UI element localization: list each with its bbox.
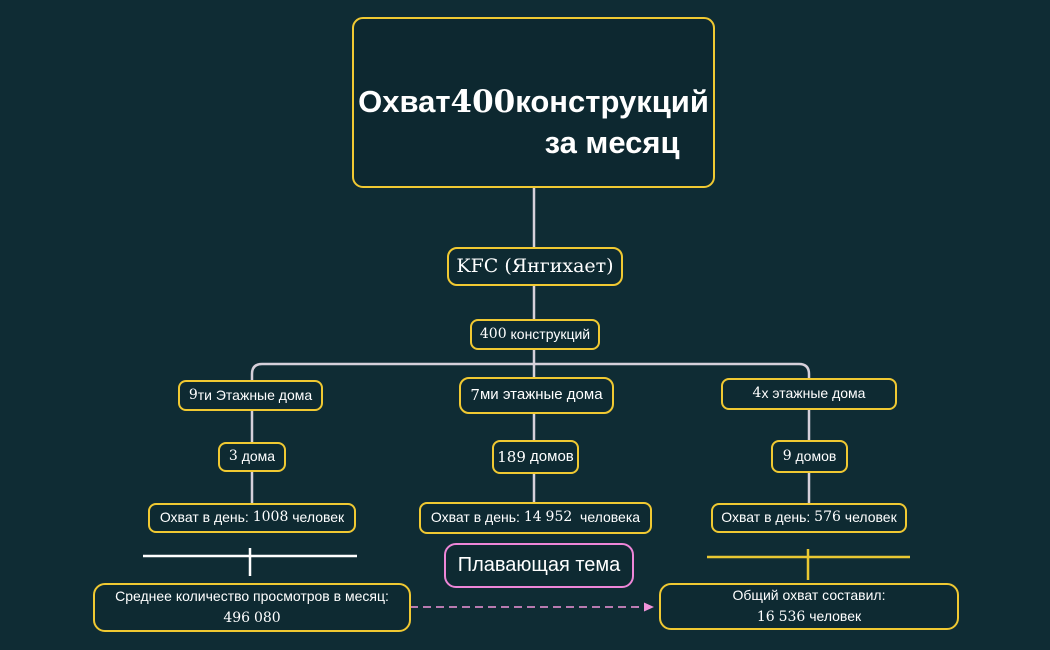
- topic-count-9-floor[interactable]: 3 дома: [218, 442, 286, 472]
- topic-client[interactable]: KFC (Янгихает): [447, 247, 623, 286]
- topic-total-constructions[interactable]: 400 конструкций: [470, 319, 600, 350]
- connector-branch-frame: [250, 362, 811, 517]
- topic-daily-reach-4-floor[interactable]: Охват в день: 576 человек: [711, 503, 907, 533]
- topic-count-4-floor[interactable]: 9 домов: [771, 440, 848, 473]
- summary-left-line1: Среднее количество просмотров в месяц:: [115, 588, 389, 604]
- root-topic[interactable]: Охват 400 конструкций за месяц: [352, 17, 715, 188]
- summary-left-line2: 496 080: [223, 610, 281, 626]
- topic-daily-reach-7-floor[interactable]: Охват в день: 14 952 человека: [419, 502, 652, 534]
- summary-bracket-right: [707, 549, 910, 580]
- topic-connectors: [250, 188, 811, 517]
- summary-bracket-left: [143, 548, 357, 576]
- topic-daily-reach-9-floor[interactable]: Охват в день: 1008 человек: [148, 503, 356, 533]
- relationship-arrow: [410, 602, 654, 612]
- summary-right-line1: Общий охват составил:: [732, 587, 886, 603]
- summary-topic-total-reach[interactable]: Общий охват составил: 16 536 человек: [659, 583, 959, 630]
- summary-right-line2: 16 536 человек: [756, 608, 862, 625]
- summary-topic-monthly-views[interactable]: Среднее количество просмотров в месяц: 4…: [93, 583, 411, 632]
- topic-count-7-floor[interactable]: 189 домов: [492, 440, 579, 474]
- floating-topic[interactable]: Плавающая тема: [444, 543, 634, 588]
- relationship-arrowhead-icon: [644, 602, 654, 612]
